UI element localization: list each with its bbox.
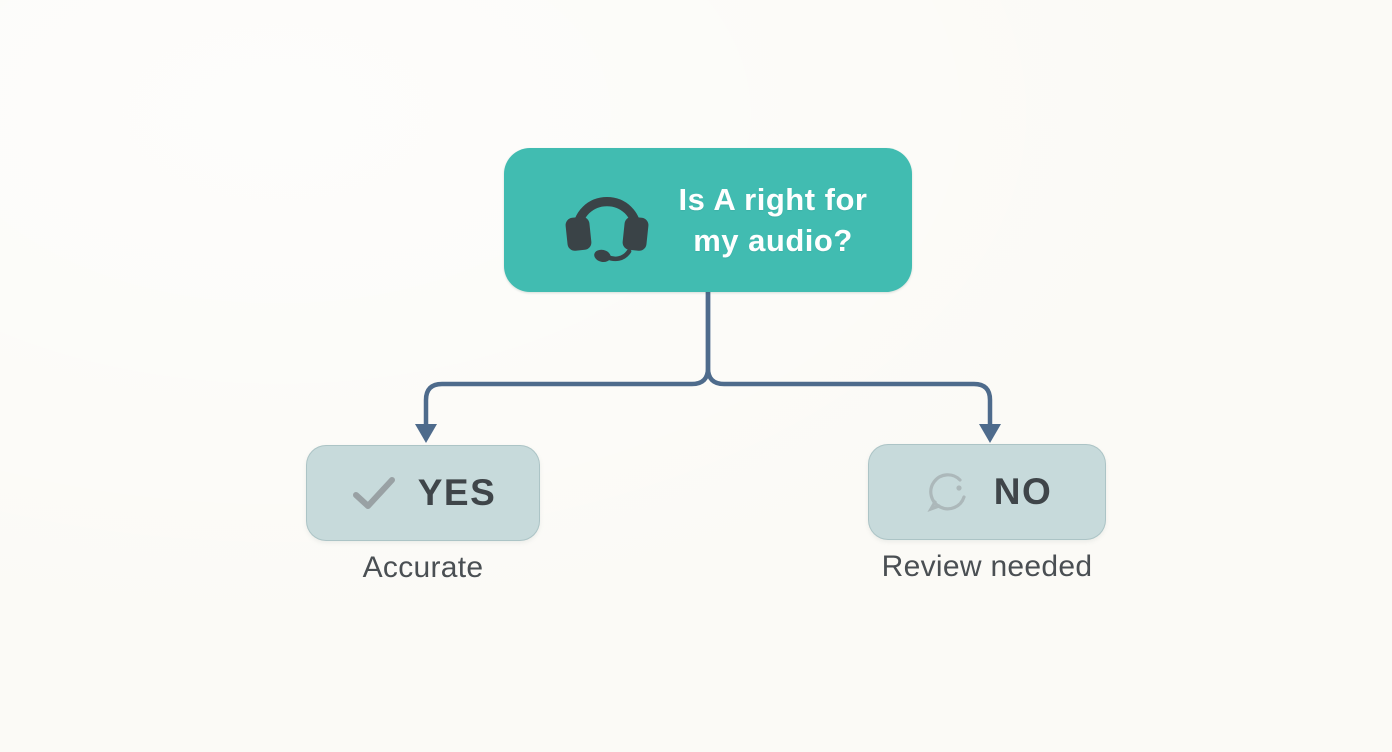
no-caption: Review needed [881,550,1093,583]
speech-bubble-icon [922,466,974,518]
no-node: NO [868,444,1106,540]
checkmark-icon [350,473,398,513]
headset-icon [561,174,653,266]
yes-caption: Accurate [362,551,484,584]
connector-right [705,288,993,430]
arrowhead-left [415,424,437,443]
connector-left [423,288,711,430]
yes-node: YES [306,445,540,541]
question-node: Is A right for my audio? [504,148,912,292]
arrowhead-right [979,424,1001,443]
no-label: NO [993,471,1053,512]
yes-label: YES [417,472,497,513]
question-text: Is A right for my audio? [678,182,868,258]
